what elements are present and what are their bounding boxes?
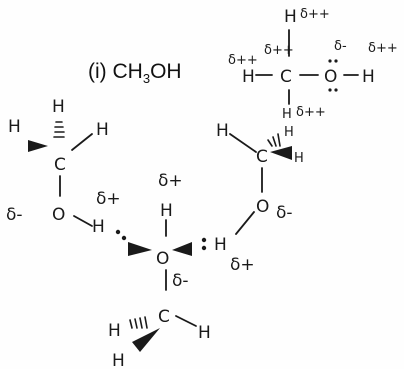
- lone-pair-dot: [328, 59, 332, 63]
- lone-pair-dot: [334, 88, 338, 92]
- atom-h-left: H: [242, 67, 255, 87]
- atom-h: H: [294, 151, 304, 166]
- hash-bond: [139, 317, 143, 329]
- label-delta-minus-o: δ-: [334, 39, 347, 54]
- atom-h: H: [214, 235, 227, 255]
- atom-h: H: [160, 201, 173, 221]
- atom-h: H: [198, 323, 211, 343]
- wedge-bond: [128, 242, 152, 256]
- hash-bond: [272, 136, 277, 147]
- lone-pair-dot: [328, 88, 332, 92]
- atom-o: O: [52, 205, 65, 225]
- wedge-bond: [172, 242, 192, 256]
- label-delta-pp-h-bottom: δ++: [296, 105, 326, 120]
- hbond-dot: [121, 235, 127, 241]
- bond-o-h: [73, 215, 93, 227]
- atom-h: H: [112, 351, 125, 369]
- diagram-title: (i) CH3OH: [88, 60, 182, 86]
- bond-c-h: [71, 133, 93, 151]
- label-delta-plus: δ+: [96, 189, 121, 209]
- atom-c: C: [54, 155, 66, 175]
- label-delta-pp-h-right: δ++: [368, 41, 398, 56]
- label-delta-pp-h-top: δ++: [300, 7, 330, 22]
- bond-h-c: [229, 133, 257, 153]
- methanol-right: H H C H O δ- H δ+: [214, 121, 304, 275]
- label-delta-minus: δ-: [276, 203, 293, 223]
- wedge-bond: [270, 146, 292, 160]
- title-prefix: (i) CH: [88, 60, 143, 83]
- hash-bond: [134, 318, 138, 329]
- label-delta-plus: δ+: [230, 255, 255, 275]
- atom-c-top: C: [280, 67, 292, 87]
- atom-h-bottom: H: [282, 107, 292, 122]
- hash-bond: [129, 319, 133, 329]
- atom-h: H: [96, 120, 109, 140]
- atom-h-top: H: [284, 7, 297, 27]
- hash-bond: [144, 316, 148, 329]
- atom-h: H: [8, 117, 21, 137]
- atom-c: C: [256, 147, 268, 167]
- methanol-center: δ+ H O δ-: [128, 171, 207, 291]
- hash-bond: [267, 139, 273, 147]
- title-subscript: 3: [142, 71, 151, 87]
- lone-pair-dot: [334, 59, 338, 63]
- atom-o-top: O: [324, 67, 337, 87]
- atom-h: H: [284, 125, 294, 140]
- label-delta-minus: δ-: [172, 271, 189, 291]
- label-delta-pp-h-left: δ++: [228, 53, 258, 68]
- bond-o-h: [235, 211, 255, 235]
- atom-h-right: H: [362, 67, 375, 87]
- atom-h: H: [108, 321, 121, 341]
- atom-h: H: [92, 217, 105, 237]
- atom-h: H: [216, 121, 229, 141]
- label-delta-minus: δ-: [6, 205, 23, 225]
- methanol-lewis: δ++ δ++ H δ++ δ- δ++ H C O H H δ++: [228, 7, 398, 122]
- atom-o: O: [156, 249, 169, 269]
- methanol-left: H H H C O δ- H δ+: [6, 97, 127, 241]
- label-delta-pp-h-top-small: δ++: [264, 43, 294, 58]
- atom-c: C: [158, 307, 170, 327]
- wedge-bond: [28, 140, 48, 152]
- atom-o: O: [256, 197, 269, 217]
- bond-c-h: [175, 315, 197, 327]
- methyl-bottom: C H H H: [108, 307, 211, 369]
- atom-h: H: [52, 97, 65, 117]
- hbond-dot: [115, 229, 121, 235]
- hbond-dot: [201, 237, 207, 243]
- label-delta-plus: δ+: [158, 171, 183, 191]
- hash-bond: [277, 133, 281, 147]
- title-suffix: OH: [150, 60, 182, 83]
- hbond-dot: [201, 245, 207, 251]
- wedge-bond: [132, 328, 160, 352]
